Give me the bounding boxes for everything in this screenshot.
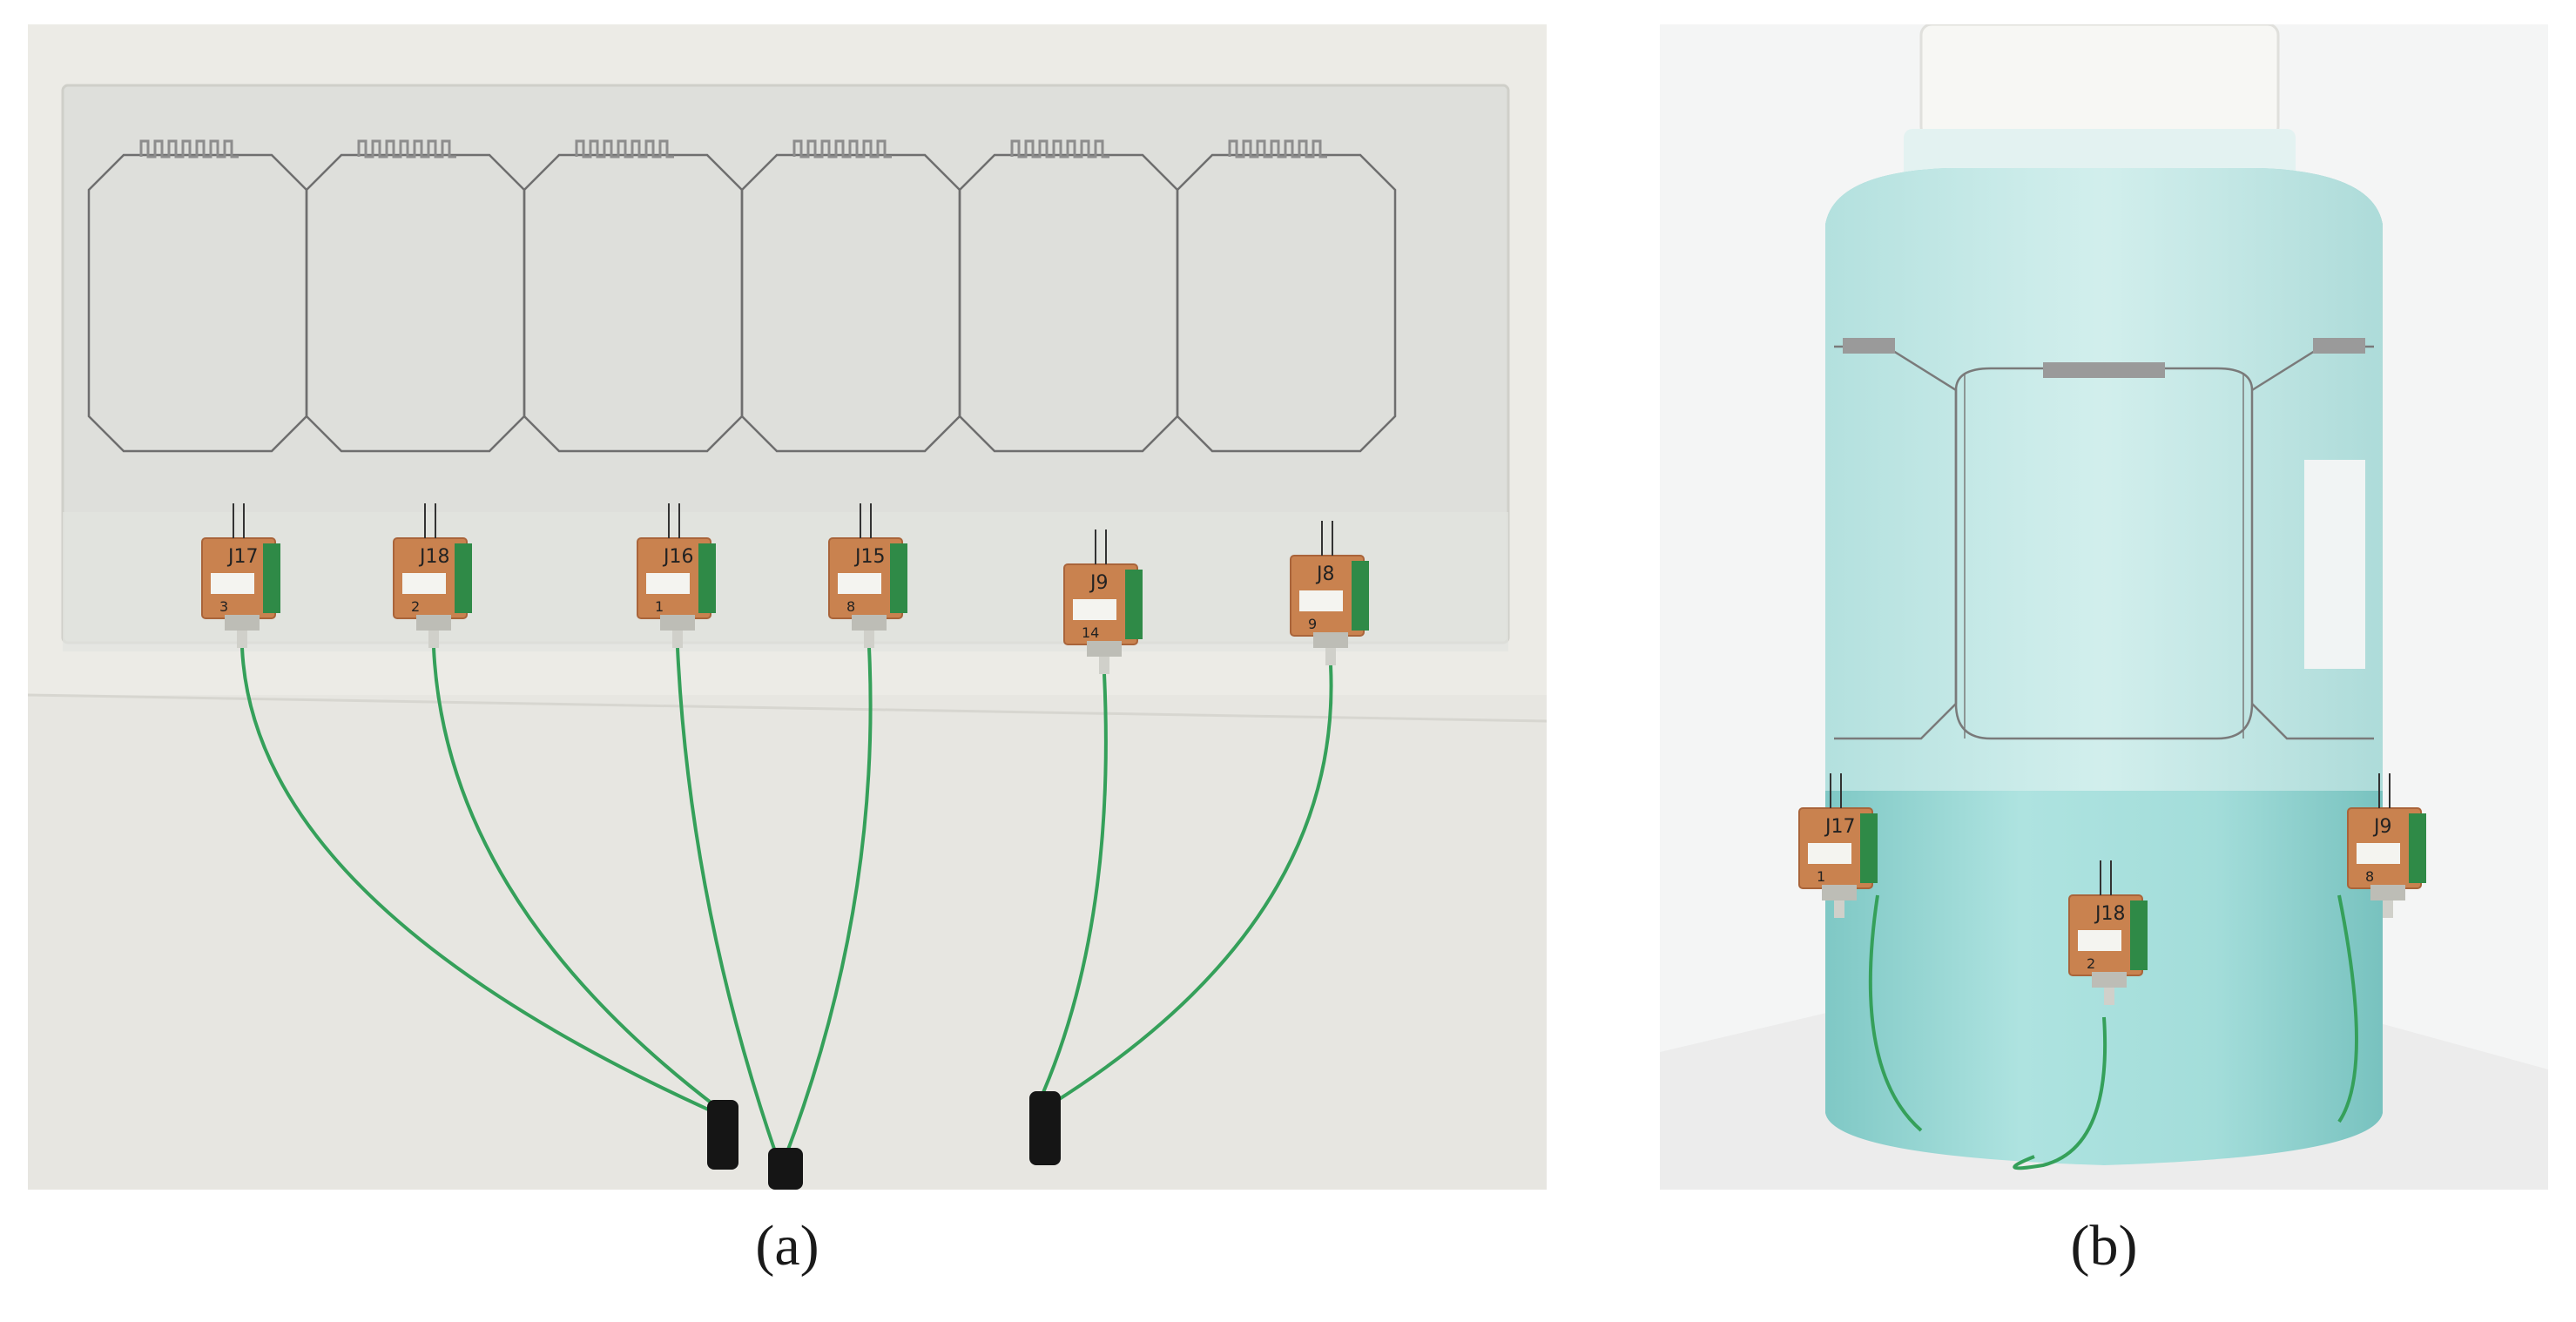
sensor-label: J17 — [226, 546, 258, 568]
sensor-board: J18 2 — [2068, 860, 2148, 1005]
sensor-board: J9 14 — [1063, 529, 1143, 674]
connector — [707, 1100, 738, 1170]
sensor-number: 1 — [655, 598, 664, 615]
connector — [1029, 1091, 1061, 1165]
sensor-number: 1 — [1817, 868, 1825, 885]
sensor-number: 8 — [846, 598, 855, 615]
caption-a: (a) — [755, 1214, 819, 1278]
sensor-board: J15 8 — [828, 503, 907, 648]
cables — [1868, 894, 2358, 1170]
sensor-board: J9 8 — [2347, 773, 2426, 918]
antenna-coils — [87, 139, 1397, 453]
sensor-label: J8 — [1315, 563, 1335, 585]
sensor-number: 2 — [2087, 955, 2095, 972]
sensor-array-photo: J17 3 J18 2 J16 1 J15 8 J9 14 J8 9 — [28, 24, 1547, 1190]
sensor-label: J18 — [418, 546, 449, 568]
connector — [768, 1148, 803, 1190]
meander-traces — [1843, 338, 2365, 378]
sensor-label: J18 — [2094, 903, 2125, 925]
sensor-number: 8 — [2365, 868, 2374, 885]
bottle-label — [2304, 460, 2365, 669]
sensor-label: J16 — [662, 546, 693, 568]
sensor-boards: J17 3 J18 2 J16 1 J15 8 J9 14 J8 9 — [201, 503, 1369, 674]
sensor-label: J15 — [853, 546, 885, 568]
sensor-label: J17 — [1824, 816, 1855, 838]
bottle-cap — [1919, 24, 2280, 139]
sensor-label: J9 — [1089, 572, 1109, 594]
sensor-board: J16 1 — [637, 503, 716, 648]
sensor-board: J17 1 — [1798, 773, 1878, 918]
photo-panel-a: J17 3 J18 2 J16 1 J15 8 J9 14 J8 9 — [28, 24, 1547, 1190]
caption-b: (b) — [2070, 1214, 2138, 1278]
sensor-board: J18 2 — [393, 503, 472, 648]
sensor-board: J8 9 — [1290, 521, 1369, 665]
cables — [240, 647, 1333, 1157]
sensor-number: 9 — [1308, 616, 1317, 632]
sensor-label: J9 — [2372, 816, 2392, 838]
sensor-board: J17 3 — [201, 503, 280, 648]
sensor-number: 14 — [1082, 624, 1099, 641]
sensor-number: 2 — [411, 598, 420, 615]
sensor-number: 3 — [219, 598, 228, 615]
